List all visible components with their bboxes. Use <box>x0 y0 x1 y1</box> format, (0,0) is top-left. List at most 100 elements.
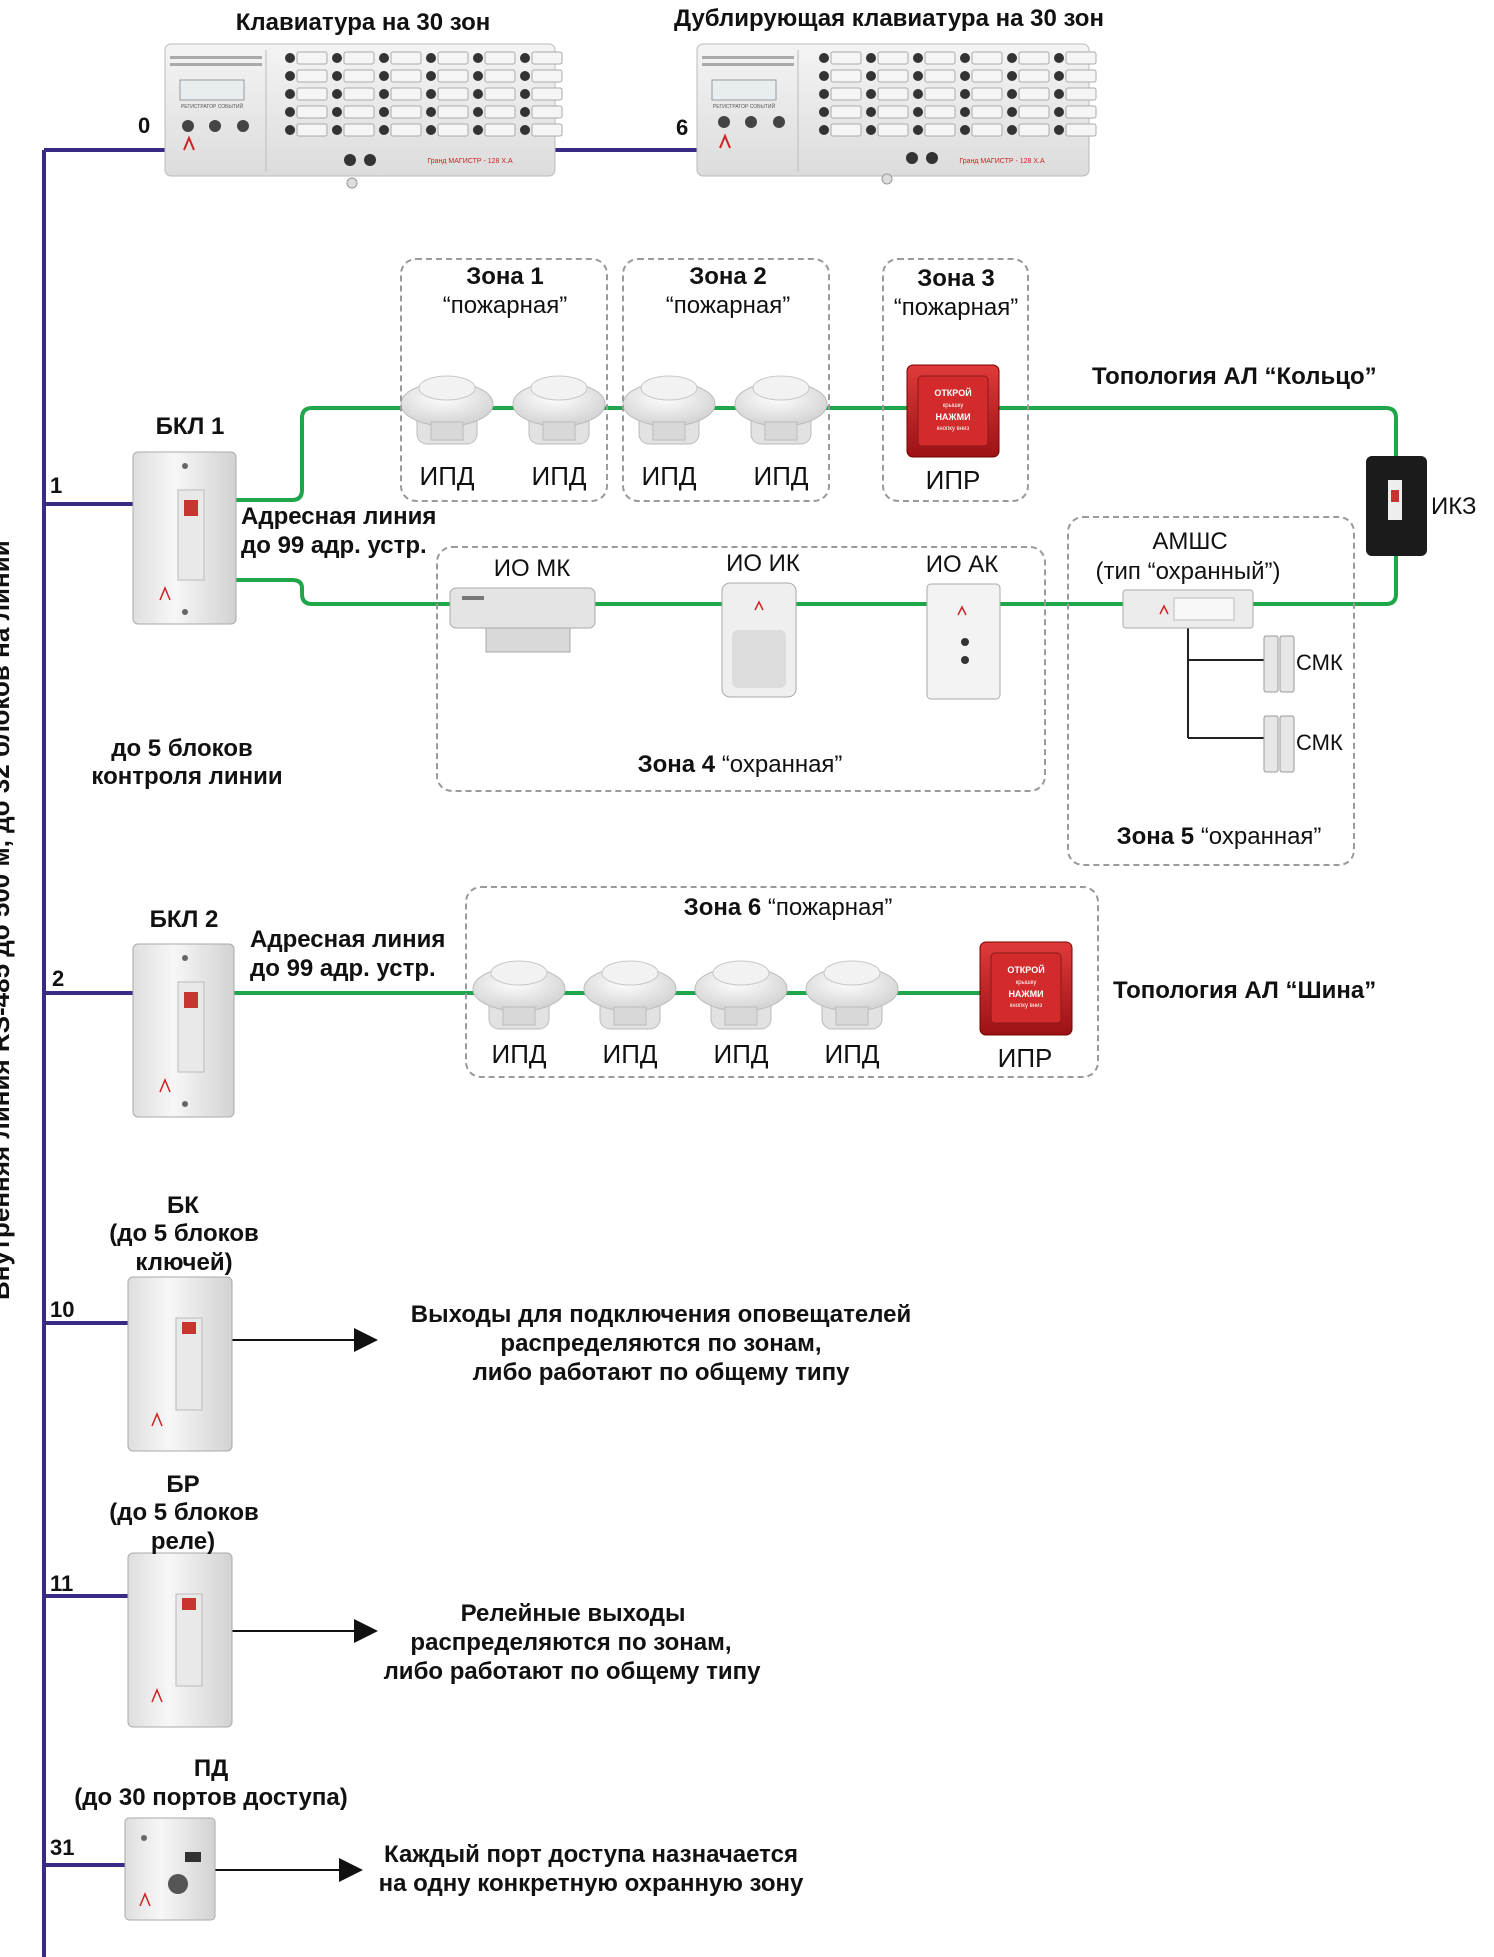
keypad-zone-button <box>1007 53 1017 63</box>
bkl1-note-1: до 5 блоков <box>111 735 253 762</box>
keypad-zone-window <box>484 69 516 83</box>
keypad-screen-label: РЕГИСТРАТОР СОБЫТИЙ <box>181 102 244 110</box>
keypad-zone-window <box>437 51 469 65</box>
addr-2: 2 <box>52 966 65 991</box>
ipd-label: ИПД <box>491 1039 547 1069</box>
keypad-zone-window <box>830 51 862 65</box>
keypad-zone-window <box>1018 123 1050 137</box>
keypad-zone-button <box>426 125 436 135</box>
keypad-zone-button <box>332 107 342 117</box>
keypad-zone-button <box>426 53 436 63</box>
keypad-main-buttons <box>285 51 563 137</box>
keypad-zone-window <box>924 123 956 137</box>
bkl1-device <box>132 451 237 625</box>
smoke-detector <box>512 375 606 445</box>
keypad-zone-button <box>520 125 530 135</box>
keypad-dup-title: Дублирующая клавиатура на 30 зон <box>674 5 1104 32</box>
topology-bus-label: Топология АЛ “Шина” <box>1113 977 1377 1004</box>
keypad-zone-button <box>520 107 530 117</box>
bkl1-title: БКЛ 1 <box>155 413 225 440</box>
ipr-zone6: ОТКРОЙ крышку НАЖМИ кнопку вниз <box>979 941 1073 1036</box>
zone-4-title: Зона 4 “охранная” <box>637 751 843 778</box>
keypad-zone-button <box>1054 53 1064 63</box>
keypad-zone-button <box>960 125 970 135</box>
keypad-main: РЕГИСТРАТОР СОБЫТИЙ Гранд МАГИСТР - 128 … <box>164 43 563 189</box>
keypad-zone-button <box>913 71 923 81</box>
keypad-zone-window <box>924 51 956 65</box>
keypad-zone-button <box>379 53 389 63</box>
keypad-zone-window <box>924 105 956 119</box>
keypad-zone-window <box>830 123 862 137</box>
keypad-zone-button <box>285 53 295 63</box>
keypad-zone-window <box>343 51 375 65</box>
bk-desc-1: Выходы для подключения оповещателей <box>410 1301 912 1328</box>
bk-title-1: БК <box>167 1192 199 1219</box>
keypad-zone-window <box>877 69 909 83</box>
keypad-zone-window <box>1018 51 1050 65</box>
address-line-ring <box>236 406 1398 606</box>
topology-ring-label: Топология АЛ “Кольцо” <box>1092 363 1377 390</box>
ipd-label: ИПД <box>713 1039 769 1069</box>
smoke-detectors <box>400 375 899 1030</box>
keypad-zone-window <box>830 87 862 101</box>
bkl2-line-label-2: до 99 адр. устр. <box>250 955 436 982</box>
amshs-device <box>1122 589 1254 629</box>
keypad-zone-button <box>866 53 876 63</box>
keypad-zone-window <box>437 69 469 83</box>
keypad-zone-window <box>531 105 563 119</box>
keypad-zone-window <box>877 105 909 119</box>
keypad-zone-window <box>531 87 563 101</box>
keypad-zone-button <box>473 107 483 117</box>
keypad-zone-window <box>1065 123 1097 137</box>
ikz-label: ИКЗ <box>1431 493 1477 520</box>
keypad-zone-button <box>866 71 876 81</box>
keypad-zone-window <box>437 123 469 137</box>
keypad-zone-button <box>285 125 295 135</box>
keypad-zone-button <box>332 89 342 99</box>
keypad-zone-button <box>960 53 970 63</box>
br-title-3: реле) <box>150 1528 216 1555</box>
ipr-zone3: ОТКРОЙ крышку НАЖМИ кнопку вниз <box>906 364 1000 458</box>
keypad-zone-window <box>531 123 563 137</box>
keypad-zone-button <box>866 107 876 117</box>
keypad-zone-window <box>390 69 422 83</box>
addr-31: 31 <box>50 1835 75 1860</box>
keypad-zone-button <box>426 89 436 99</box>
keypad-zone-button <box>819 107 829 117</box>
smoke-detector <box>694 960 788 1030</box>
ipr-z6-text1: ОТКРОЙ <box>1007 964 1044 975</box>
keypad-zone-window <box>390 87 422 101</box>
pd-title-1: ПД <box>193 1755 229 1782</box>
smoke-detector <box>583 960 677 1030</box>
keypad-zone-window <box>484 51 516 65</box>
keypad-zone-window <box>531 51 563 65</box>
amshs-label-2: (тип “охранный”) <box>1095 558 1281 585</box>
bk-desc-2: распределяются по зонам, <box>500 1330 822 1357</box>
keypad-zone-button <box>520 71 530 81</box>
keypad-zone-button <box>426 107 436 117</box>
keypad-zone-window <box>531 69 563 83</box>
zone-1-title: Зона 1“пожарная” <box>442 263 568 319</box>
io-ak-device <box>926 583 1001 700</box>
smoke-detector <box>400 375 494 445</box>
io-ak-label: ИО АК <box>925 551 999 578</box>
amshs-label-1: АМШС <box>1152 528 1228 555</box>
pd-device <box>124 1817 216 1921</box>
ipd-label: ИПД <box>602 1039 658 1069</box>
keypad-zone-window <box>437 105 469 119</box>
br-title-1: БР <box>166 1471 200 1498</box>
zone-4-box <box>436 546 1046 792</box>
keypad-zone-button <box>1007 107 1017 117</box>
ipd-label: ИПД <box>419 461 475 491</box>
keypad-zone-window <box>877 123 909 137</box>
keypad-main-title: Клавиатура на 30 зон <box>235 9 491 36</box>
keypad-zone-button <box>332 125 342 135</box>
keypad-zone-button <box>819 89 829 99</box>
ipd-label: ИПД <box>753 461 809 491</box>
bk-title-2: (до 5 блоков <box>109 1220 259 1247</box>
keypad-zone-window <box>1065 87 1097 101</box>
bkl2-title: БКЛ 2 <box>149 906 219 933</box>
keypad-zone-button <box>285 107 295 117</box>
keypad-zone-button <box>285 71 295 81</box>
